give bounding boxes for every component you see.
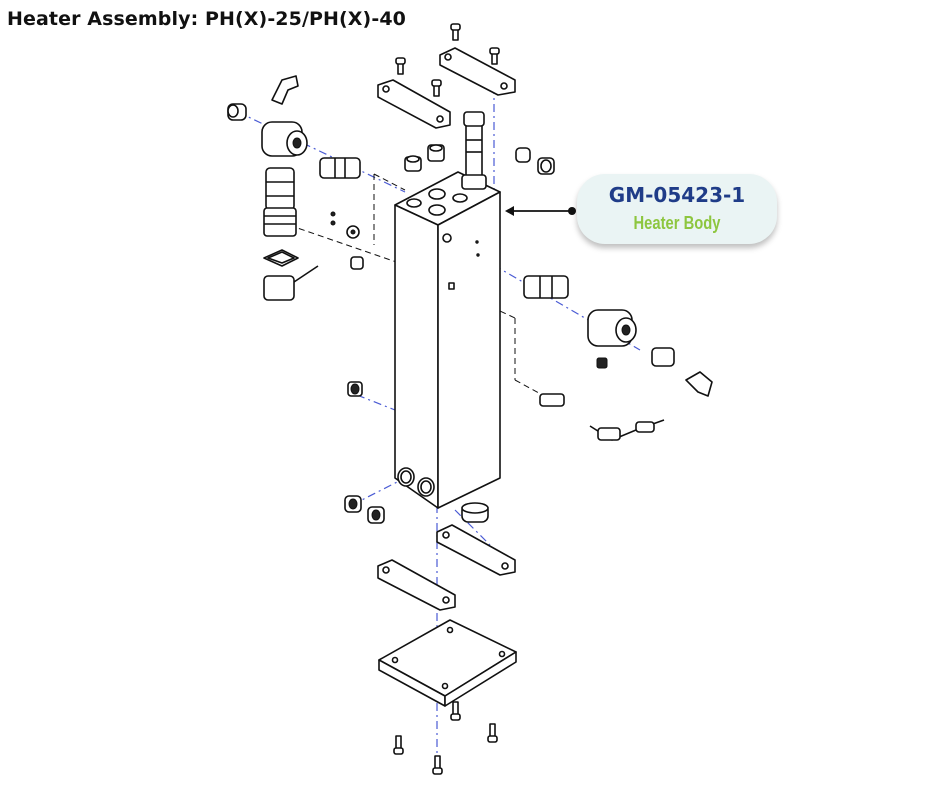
part-name: Heater Body (633, 213, 721, 233)
part-number: GM-05423-1 (608, 183, 746, 207)
bottom-components (344, 495, 517, 775)
page-title: Heater Assembly: PH(X)-25/PH(X)-40 (7, 8, 406, 30)
left-components (227, 75, 364, 397)
top-brackets (377, 23, 516, 129)
callout-leader (505, 206, 576, 216)
part-callout: GM-05423-1 Heater Body (577, 174, 777, 244)
right-components (515, 147, 713, 441)
heater-body (394, 171, 501, 509)
top-fittings (404, 111, 487, 190)
